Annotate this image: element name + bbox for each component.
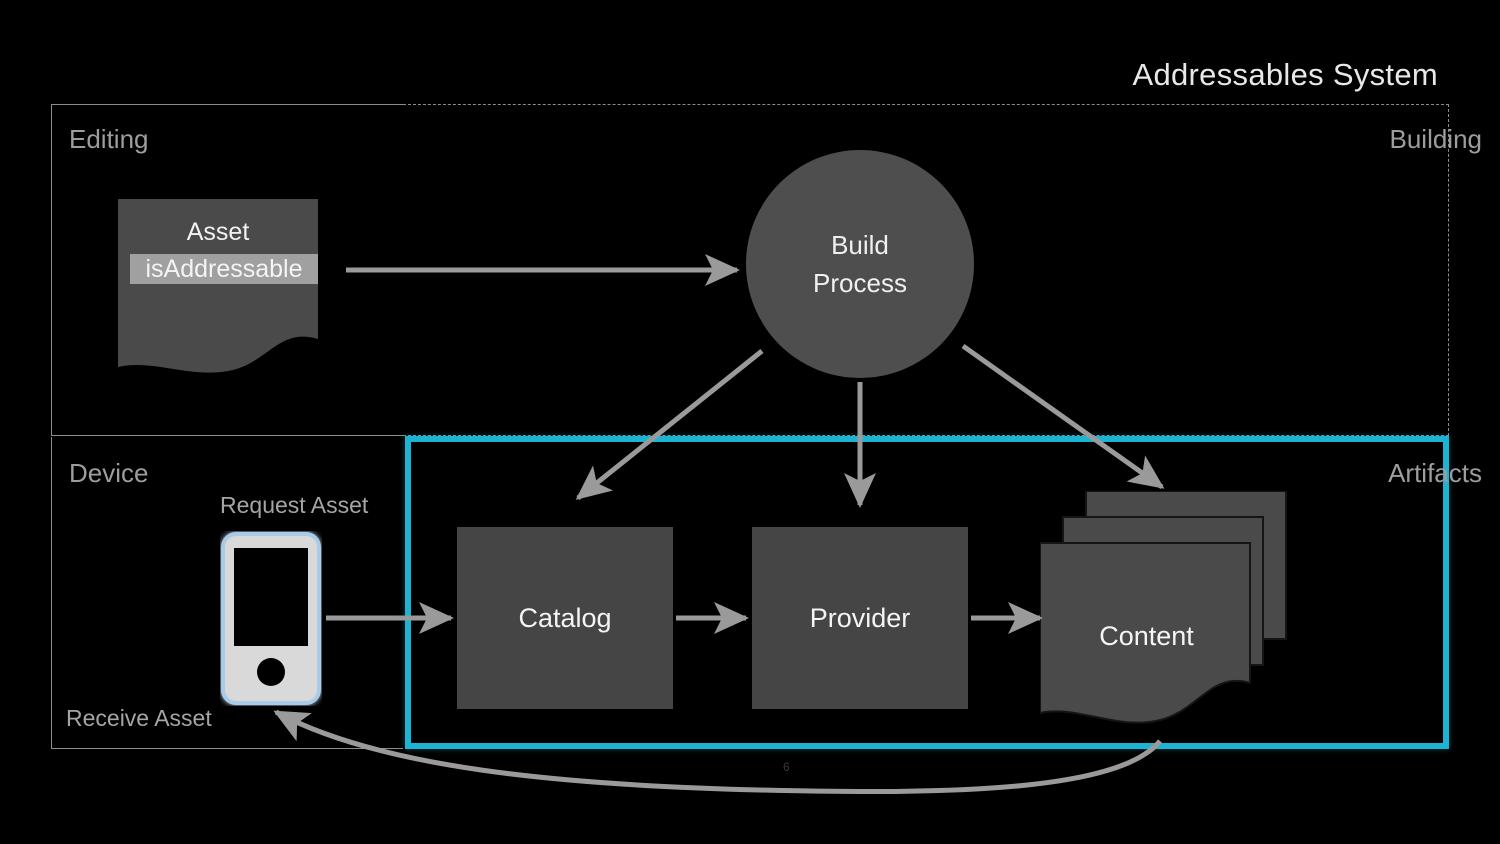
page-title: Addressables System bbox=[1132, 57, 1438, 92]
node-content: Content bbox=[1040, 491, 1288, 741]
content-label: Content bbox=[1099, 621, 1194, 651]
asset-title: Asset bbox=[186, 218, 250, 246]
provider-label: Provider bbox=[809, 602, 911, 633]
zone-label-device: Device bbox=[69, 458, 149, 488]
zone-label-building: Building bbox=[1389, 124, 1482, 154]
zone-label-artifacts: Artifacts bbox=[1388, 458, 1482, 488]
node-asset: Asset isAddressable bbox=[118, 199, 318, 374]
flow-label-request-asset: Request Asset bbox=[220, 492, 369, 518]
node-catalog: Catalog bbox=[457, 527, 673, 709]
zone-editing-frame bbox=[51, 104, 403, 436]
asset-property-badge: isAddressable bbox=[130, 254, 318, 284]
catalog-label: Catalog bbox=[518, 602, 612, 633]
page-number: 6 bbox=[783, 760, 790, 774]
build-process-label: Build Process bbox=[813, 230, 907, 298]
node-provider: Provider bbox=[752, 527, 968, 709]
flow-label-receive-asset: Receive Asset bbox=[66, 705, 212, 731]
zone-label-editing: Editing bbox=[69, 124, 149, 154]
smartphone-icon bbox=[221, 532, 321, 705]
zone-building-frame bbox=[403, 104, 1449, 436]
zone-device-frame bbox=[51, 437, 403, 749]
node-build-process: Build Process bbox=[746, 150, 974, 378]
node-device-phone bbox=[220, 531, 322, 706]
